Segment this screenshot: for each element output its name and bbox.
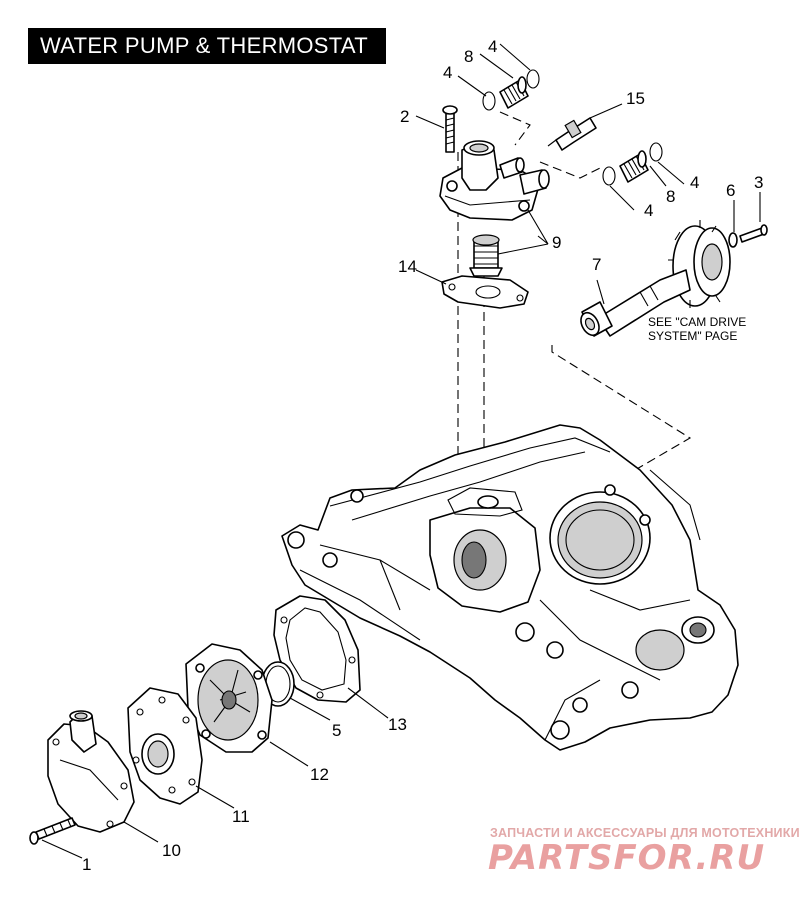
callout-4-right: 4 [690,173,699,192]
callout-14: 14 [398,257,417,276]
note-line-2: SYSTEM" PAGE [648,329,737,343]
callout-6: 6 [726,181,735,200]
bolt-1 [29,817,76,845]
page-title: WATER PUMP & THERMOSTAT [28,28,386,64]
callout-4-top: 4 [488,37,497,56]
callout-4-left: 4 [443,63,452,82]
bolt-2 [442,105,458,153]
note-line-1: SEE "CAM DRIVE [648,315,746,329]
callout-2: 2 [400,107,409,126]
callout-8-top: 8 [464,47,473,66]
cam-drive-note: SEE "CAM DRIVE SYSTEM" PAGE [648,315,746,343]
watermark-logo: PARTSFOR.RU [488,838,766,878]
callout-5: 5 [332,721,341,740]
impeller-housing [185,643,273,753]
callout-10: 10 [162,841,181,860]
callout-11: 11 [232,807,250,826]
watermark-subtitle: ЗАПЧАСТИ И АКСЕССУАРЫ ДЛЯ МОТОТЕХНИКИ [490,826,800,840]
thermostat [469,234,503,277]
leader-lines [41,43,761,859]
temperature-sensor [547,117,597,151]
cam-shaft-assembly [580,220,768,337]
pump-plate [127,687,203,805]
thermostat-housing [439,140,550,221]
callout-8-right: 8 [666,187,675,206]
callout-3: 3 [754,173,763,192]
pump-gasket [273,595,361,703]
callout-13: 13 [388,715,407,734]
callout-1: 1 [82,855,91,874]
callout-9: 9 [552,233,561,252]
callout-15: 15 [626,89,645,108]
callout-7: 7 [592,255,601,274]
callout-numbers: 2 4 8 4 15 4 8 4 6 3 9 14 7 5 13 12 11 1… [82,37,763,874]
callout-4-lower: 4 [644,201,653,220]
fitting-right [602,142,663,186]
fitting-upper [482,69,540,111]
thermostat-gasket [441,275,529,309]
callout-12: 12 [310,765,329,784]
crankcase [281,424,739,751]
pump-cover [47,710,135,833]
